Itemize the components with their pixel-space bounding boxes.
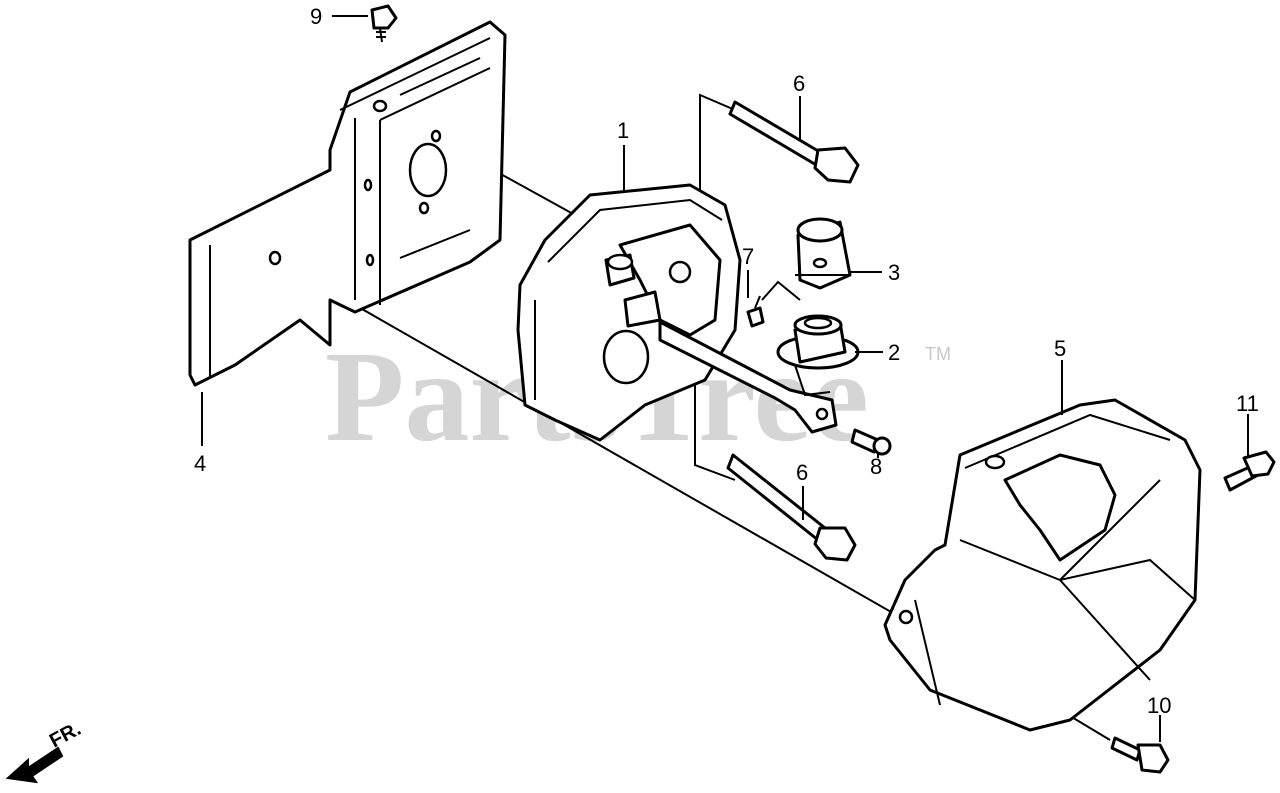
callout-4: 4 bbox=[194, 451, 206, 476]
bolt-10 bbox=[1110, 736, 1170, 774]
callout-8: 8 bbox=[870, 454, 882, 479]
muffler-body bbox=[516, 183, 742, 442]
callout-9: 9 bbox=[310, 4, 322, 29]
screw-8 bbox=[850, 428, 892, 456]
screw-7-leader bbox=[761, 280, 801, 301]
spark-arrester-screen bbox=[776, 314, 860, 397]
front-direction-label: FR. bbox=[46, 718, 85, 753]
bolt-6-upper bbox=[728, 100, 860, 184]
front-direction-arrow: FR. bbox=[5, 718, 85, 784]
callout-5: 5 bbox=[1054, 336, 1066, 361]
assembly-leader-line bbox=[279, 261, 906, 621]
callout-10: 10 bbox=[1147, 693, 1171, 718]
watermark-trademark: TM bbox=[925, 344, 951, 364]
callout-11: 11 bbox=[1236, 391, 1259, 416]
bolt-9 bbox=[370, 4, 398, 43]
muffler-outlet-hole bbox=[602, 329, 650, 385]
arrow-icon bbox=[5, 746, 64, 784]
callout-6a: 6 bbox=[793, 71, 805, 96]
callout-7: 7 bbox=[742, 244, 754, 269]
callout-3: 3 bbox=[888, 260, 900, 285]
muffler-protector-cover bbox=[883, 398, 1202, 732]
spark-arrester-cap bbox=[795, 217, 852, 290]
screw-7 bbox=[746, 295, 765, 328]
bolt-11 bbox=[1223, 450, 1276, 492]
callout-1: 1 bbox=[617, 118, 629, 143]
heat-shield-bracket bbox=[188, 20, 507, 387]
bolt-6-lower bbox=[726, 453, 857, 562]
callout-2: 2 bbox=[888, 340, 900, 365]
exhaust-port-hole bbox=[408, 142, 448, 198]
callout-6b: 6 bbox=[796, 460, 808, 485]
